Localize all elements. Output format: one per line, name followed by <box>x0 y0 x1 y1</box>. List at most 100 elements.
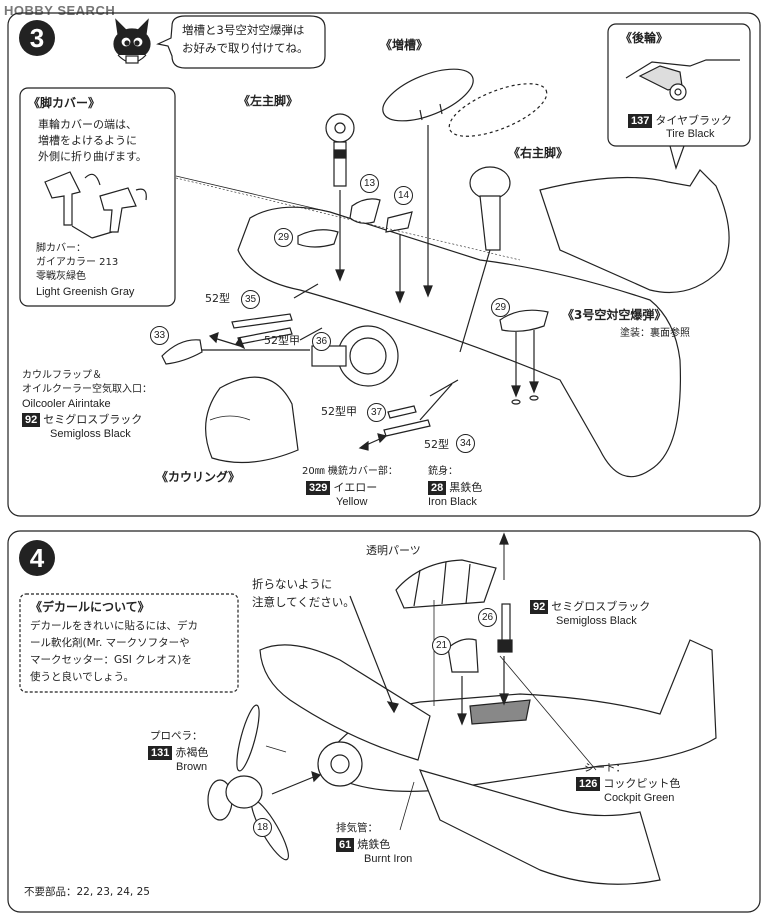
paint-name-jp: イエロー <box>333 481 378 494</box>
paint-name-jp: タイヤブラック <box>655 114 733 127</box>
part-number-13: 13 <box>360 174 379 193</box>
seat-paint-en: Cockpit Green <box>604 792 675 804</box>
barrel-label: 銃身： <box>428 466 458 477</box>
gear-cover-label-3: 零戦灰緑色 <box>36 271 86 282</box>
variant-label-52a-a: 52型甲 <box>264 334 300 347</box>
variant-label-52a-b: 52型甲 <box>321 405 357 418</box>
mascot-cat <box>113 18 151 64</box>
decal-line-2: ール軟化剤(Mr. マークソフターや <box>30 637 190 649</box>
watermark: HOBBY SEARCH <box>4 3 116 18</box>
paint-code-131: 131 <box>148 746 173 760</box>
tail-wheel-inset <box>607 23 751 147</box>
main-wing <box>237 206 682 478</box>
part-number-35: 35 <box>241 290 260 309</box>
drop-tank-ghost <box>448 83 548 137</box>
paint-code-92: 92 <box>530 600 549 614</box>
part-number-26: 26 <box>478 608 497 627</box>
paint-code-126: 126 <box>576 777 601 791</box>
bomb-note: 塗装：裏面参照 <box>620 328 690 339</box>
cowl-flap-jp-2: オイルクーラー空気取入口： <box>22 384 152 395</box>
propeller <box>207 704 289 861</box>
part-number-18: 18 <box>253 818 272 837</box>
gear-cover-note-3: 外側に折り曲げます。 <box>38 150 147 163</box>
part-number-14: 14 <box>394 186 413 205</box>
gear-cover-note-2: 増槽をよけるように <box>38 134 137 147</box>
no-fold-note-1: 折らないように <box>252 577 333 591</box>
right-gear-title: 《右主脚》 <box>508 146 569 160</box>
part-number-21: 21 <box>432 636 451 655</box>
cowl-flap-jp-1: カウルフラップ＆ <box>22 370 102 381</box>
paint-code-61: 61 <box>336 838 355 852</box>
mascot-text-line1: 増槽と3号空対空爆弾は <box>182 23 305 37</box>
gear-cover-note-1: 車輪カバーの端は、 <box>38 118 137 131</box>
paint-name-jp: セミグロスブラック <box>43 413 143 426</box>
propeller-paint-en: Brown <box>176 761 208 773</box>
paint-name-jp: 赤褐色 <box>175 746 209 759</box>
airplane-wing <box>259 644 431 761</box>
unused-parts: 不要部品：22, 23, 24, 25 <box>24 886 150 898</box>
swap-arrow-35-36 <box>208 332 246 350</box>
paint-code-92: 92 <box>22 413 41 427</box>
paint-name-jp: 黒鉄色 <box>449 481 483 494</box>
part-number-29-left: 29 <box>274 228 293 247</box>
variant-label-52-b: 52型 <box>424 438 449 451</box>
tail-wheel-title: 《後輪》 <box>620 31 669 45</box>
paint-name-jp: セミグロスブラック <box>551 600 651 613</box>
drop-tank-title: 《増槽》 <box>380 38 429 52</box>
mascot-text-line2: お好みで取り付けてね。 <box>182 41 309 55</box>
cowling-title: 《カウリング》 <box>156 470 241 484</box>
cowl-flap-en: Oilcooler Airintake <box>22 398 111 410</box>
tail-wheel-paint-en: Tire Black <box>666 128 715 140</box>
paint-code-28: 28 <box>428 481 447 495</box>
decal-line-3: マークセッター：GSI クレオス)を <box>30 654 192 666</box>
speech-bubble <box>156 15 326 69</box>
barrel-paint-en: Iron Black <box>428 496 477 508</box>
decal-title: 《デカールについて》 <box>30 600 150 614</box>
part-number-29-right: 29 <box>491 298 510 317</box>
part-number-33: 33 <box>150 326 169 345</box>
variant-label-52-a: 52型 <box>205 292 230 305</box>
decal-line-1: デカールをきれいに貼るには、デカ <box>30 620 198 632</box>
right-main-gear <box>469 166 511 251</box>
step3-panel <box>7 12 761 517</box>
bomb-title: 《3号空対空爆弾》 <box>562 308 667 322</box>
paint-name-jp: コックピット色 <box>603 777 681 790</box>
propeller-label: プロペラ： <box>150 730 203 742</box>
gear-cover-inset <box>19 87 176 307</box>
seat-label: シート： <box>584 762 626 774</box>
gun-cover-label: 20㎜ 機銃カバー部： <box>302 466 398 477</box>
exhaust-label: 排気管： <box>336 822 378 834</box>
step-number-4: 4 <box>19 540 55 576</box>
canopy <box>395 559 497 609</box>
left-gear-title: 《左主脚》 <box>238 94 299 108</box>
paint-code-329: 329 <box>306 481 331 495</box>
cowling <box>205 376 299 464</box>
engine <box>337 325 399 387</box>
swap-arrow-37-34 <box>358 433 388 451</box>
step-number-3: 3 <box>19 20 55 56</box>
gear-cover-label-1: 脚カバー： <box>36 243 86 254</box>
clear-parts-label: 透明パーツ <box>366 544 421 557</box>
step4-panel <box>7 530 761 913</box>
gear-cover-label-2: ガイアカラー 213 <box>36 257 119 268</box>
part-number-37: 37 <box>367 403 386 422</box>
gear-cover-label-en: Light Greenish Gray <box>36 286 135 298</box>
drop-tank <box>382 68 474 122</box>
left-main-gear <box>325 113 355 187</box>
part-number-36: 36 <box>312 332 331 351</box>
part-number-34: 34 <box>456 434 475 453</box>
paint-code-137: 137 <box>628 114 653 128</box>
exhaust-paint-en: Burnt Iron <box>364 853 413 865</box>
antenna-paint-en: Semigloss Black <box>556 615 637 627</box>
decal-note-box <box>19 593 239 693</box>
no-fold-note-2: 注意してください。 <box>252 595 355 609</box>
